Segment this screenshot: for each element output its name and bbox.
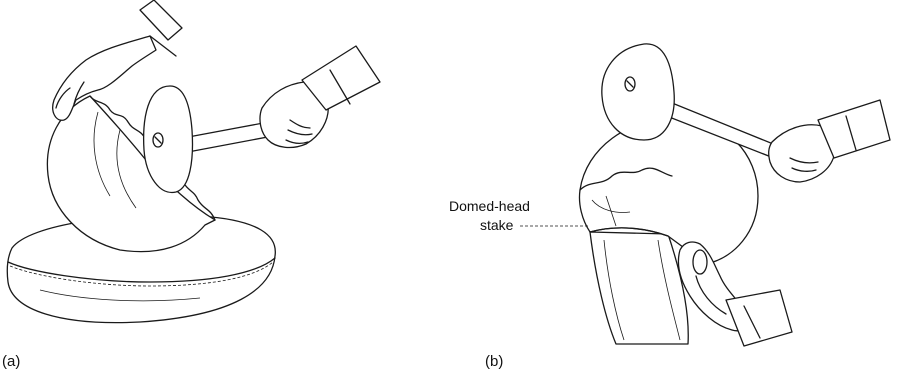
panel-b-caption: (b) <box>485 353 503 370</box>
left-hand-b <box>678 242 792 346</box>
callout-label-line2: stake <box>480 216 513 234</box>
panel-b-drawing <box>520 44 890 346</box>
panel-a-caption: (a) <box>2 353 20 370</box>
callout-label-line1: Domed-head <box>449 197 530 215</box>
stake-post <box>590 232 688 344</box>
panel-a-drawing <box>7 0 380 323</box>
right-hand-a <box>260 46 380 147</box>
right-hand-b <box>769 100 890 182</box>
